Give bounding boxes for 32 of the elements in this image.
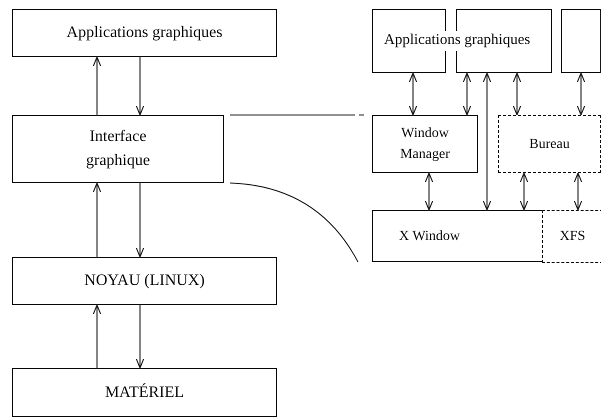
layer-box <box>12 115 224 183</box>
arrow <box>92 56 102 115</box>
arrow <box>520 172 528 211</box>
box-label: Window Manager <box>399 125 451 164</box>
box-label: MATÉRIEL <box>104 382 184 402</box>
box-label: Applications graphiques <box>66 23 222 43</box>
arrow <box>136 183 144 258</box>
application-box <box>561 9 601 73</box>
box-label: NOYAU (LINUX) <box>84 271 205 291</box>
component-box <box>372 210 601 262</box>
arrow <box>462 72 472 116</box>
box-label: Interface graphique <box>85 127 151 171</box>
arrow <box>574 172 582 211</box>
component-box <box>542 210 601 263</box>
layer-box <box>12 257 277 305</box>
box-label: Bureau <box>529 136 570 154</box>
arrow <box>512 72 522 116</box>
layer-box <box>12 9 277 57</box>
box-label: XFS <box>560 228 586 246</box>
component-box <box>372 115 478 173</box>
arrow <box>136 57 144 116</box>
arrow <box>92 182 102 257</box>
layer-label: Applications graphiques <box>382 31 532 50</box>
component-box <box>498 115 601 173</box>
arrow <box>482 72 492 211</box>
arrow <box>576 72 586 116</box>
arrow <box>424 172 434 211</box>
box-label: X Window <box>399 228 460 246</box>
arrow <box>136 305 144 369</box>
arrow <box>408 72 418 116</box>
layer-box <box>12 368 277 417</box>
arrow <box>92 304 102 368</box>
